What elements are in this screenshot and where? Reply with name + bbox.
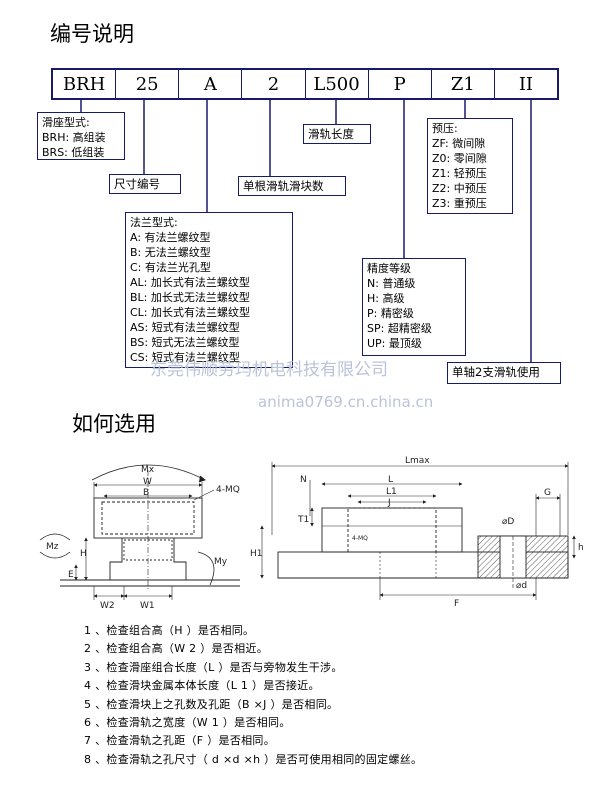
- label-h: H: [80, 549, 87, 559]
- page-title: 编号说明: [50, 22, 134, 46]
- front-view-labels: Mx W B 4-MQ Mz E H W2 W1 My: [46, 465, 240, 610]
- label-d-small: ⌀d: [516, 581, 527, 591]
- flange-type-line: C: 有法兰光孔型: [130, 261, 211, 274]
- label-h1: H1: [250, 549, 263, 559]
- label-h-small: h: [578, 543, 584, 553]
- section-title: 如何选用: [72, 412, 156, 436]
- accuracy-box: 精度等级 N: 普通级 H: 高级 P: 精密级 SP: 超精密级 UP: 最顶…: [362, 258, 466, 356]
- label-w2: W2: [100, 601, 115, 610]
- rail-length-label: 滑轨长度: [308, 127, 354, 141]
- label-e: E: [68, 570, 74, 580]
- label-my: My: [214, 557, 228, 567]
- label-f: F: [454, 599, 459, 609]
- flange-type-line: BS: 短式无法兰螺纹型: [130, 336, 240, 349]
- preload-line: Z0: 零间隙: [432, 152, 487, 165]
- model-code-bar: BRH 25 A 2 L500 P Z1 II: [51, 68, 559, 100]
- check-item: 4 、检查滑块金属本体长度（L 1 ）是否接近。: [84, 679, 320, 693]
- size-label-box: 尺寸编号: [109, 174, 181, 194]
- preload-line: Z3: 重预压: [432, 197, 487, 210]
- watermark-url: anima0769.cn.china.cn: [258, 393, 434, 411]
- code-segment-slider: BRH: [53, 70, 117, 98]
- label-j: J: [387, 498, 391, 508]
- check-item: 5 、检查滑块上之孔数及孔距（B ×J ）是否相同。: [84, 697, 339, 711]
- label-mz: Mz: [46, 542, 59, 552]
- label-n: N: [300, 475, 307, 485]
- rail-usage-label: 单轴2支滑轨使用: [452, 365, 540, 379]
- check-item: 7 、检查滑轨之孔距（F ）是否相同。: [84, 734, 276, 748]
- accuracy-line: UP: 最顶级: [367, 337, 422, 350]
- label-4mq-small: 4-MQ: [352, 535, 368, 542]
- rail-length-box: 滑轨长度: [303, 124, 371, 144]
- code-segment-size: 25: [116, 70, 180, 98]
- preload-box: 预压: ZF: 微间隙 Z0: 零间隙 Z1: 轻预压 Z2: 中预压 Z3: …: [427, 118, 513, 214]
- block-count-box: 单根滑轨滑块数: [238, 176, 346, 196]
- label-b: B: [143, 488, 149, 498]
- slider-type-line: BRH: 高组装: [42, 131, 106, 144]
- label-4mq: 4-MQ: [216, 485, 240, 495]
- front-view: [39, 464, 240, 600]
- preload-title: 预压:: [432, 122, 458, 135]
- label-l1: L1: [386, 487, 397, 497]
- check-item: 8 、检查滑轨之孔尺寸（ d ×d ×h ）是否可使用相同的固定螺丝。: [84, 752, 423, 766]
- slider-type-line: BRS: 低组装: [42, 146, 105, 159]
- flange-type-title: 法兰型式:: [130, 216, 178, 229]
- code-segment-preload: Z1: [432, 70, 495, 98]
- flange-type-line: CL: 加长式有法兰螺纹型: [130, 306, 251, 319]
- code-segment-block-count: 2: [242, 70, 306, 98]
- code-segment-accuracy: P: [369, 70, 432, 98]
- label-l: L: [388, 475, 393, 485]
- label-g: G: [544, 488, 551, 498]
- code-segment-rail-usage: II: [518, 73, 534, 95]
- technical-drawing: Mx W B 4-MQ Mz E H W2 W1 My: [39, 456, 584, 610]
- accuracy-line: H: 高级: [367, 292, 405, 305]
- flange-type-line: BL: 加长式无法兰螺纹型: [130, 291, 250, 304]
- check-item: 2 、检查组合高（W 2 ）是否相近。: [84, 642, 269, 656]
- label-d-big: ⌀D: [502, 517, 514, 527]
- code-leader-lines: [80, 100, 532, 362]
- accuracy-line: SP: 超精密级: [367, 322, 432, 335]
- flange-type-line: CS: 短式有法兰螺纹型: [130, 351, 240, 364]
- code-segment-flange: A: [179, 70, 243, 98]
- label-w: W: [143, 477, 152, 487]
- side-view: [260, 462, 576, 600]
- label-lmax: Lmax: [405, 456, 430, 466]
- check-item: 6 、检查滑轨之宽度（W 1 ）是否相同。: [84, 716, 291, 730]
- flange-type-line: AS: 短式有法兰螺纹型: [130, 321, 240, 334]
- size-label: 尺寸编号: [114, 177, 160, 191]
- label-mx: Mx: [141, 465, 155, 475]
- rail-usage-box: 单轴2支滑轨使用: [447, 362, 561, 384]
- label-w1: W1: [140, 601, 155, 610]
- flange-type-box: 法兰型式: A: 有法兰螺纹型 B: 无法兰螺纹型 C: 有法兰光孔型 AL: …: [125, 212, 293, 368]
- flange-type-line: A: 有法兰螺纹型: [130, 231, 211, 244]
- side-view-labels: Lmax N L L1 J T1 H1 G ⌀D h ⌀d F 4-MQ: [250, 456, 584, 609]
- code-segment-length: L500: [306, 70, 369, 98]
- slider-type-box: 滑座型式: BRH: 高组装 BRS: 低组装: [37, 112, 125, 160]
- label-t1: T1: [297, 515, 309, 525]
- selection-checklist: 1 、检查组合高（H ）是否相同。 2 、检查组合高（W 2 ）是否相近。 3 …: [84, 622, 422, 769]
- flange-type-line: B: 无法兰螺纹型: [130, 246, 211, 259]
- flange-type-line: AL: 加长式有法兰螺纹型: [130, 276, 250, 289]
- check-item: 1 、检查组合高（H ）是否相同。: [84, 624, 255, 637]
- preload-line: ZF: 微间隙: [432, 137, 486, 150]
- block-count-label: 单根滑轨滑块数: [243, 179, 324, 193]
- preload-line: Z1: 轻预压: [432, 167, 487, 180]
- accuracy-line: N: 普通级: [367, 277, 416, 290]
- watermark-company: 东莞伟顺劳玛机电科技有限公司: [150, 360, 388, 380]
- preload-line: Z2: 中预压: [432, 182, 487, 195]
- accuracy-title: 精度等级: [367, 262, 411, 275]
- check-item: 3 、检查滑座组合长度（L ）是否与旁物发生干涉。: [84, 660, 343, 674]
- slider-type-title: 滑座型式:: [42, 116, 90, 129]
- accuracy-line: P: 精密级: [367, 307, 414, 320]
